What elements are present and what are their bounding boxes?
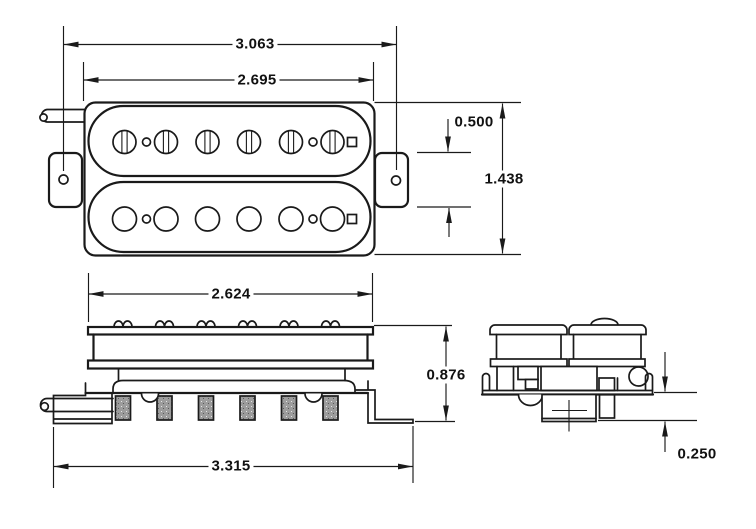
dim-side-height-label: 0.876: [423, 366, 469, 384]
screw-shank: [598, 377, 616, 392]
end-flange-left: [489, 324, 568, 336]
dim-body-width-label: 2.695: [234, 71, 280, 89]
bobbin-mount-hole: [308, 214, 318, 224]
dim-screw-protrusion-label: 0.250: [674, 445, 720, 463]
mount-screw-hole-left: [58, 174, 69, 185]
coil-slug-bobbin: [87, 180, 372, 254]
lead-cable-top: [39, 108, 86, 123]
bottom-flange: [86, 359, 375, 370]
dim-leg-span-label: 3.315: [208, 457, 254, 475]
coil-screw-bobbin: [87, 104, 372, 178]
slug-end: [628, 366, 649, 387]
end-flange-right: [568, 324, 647, 336]
mount-screw-hole-right: [390, 175, 402, 186]
pole-screws-bottom: [114, 395, 339, 421]
center-block-upper: [540, 365, 598, 392]
side-view: [39, 320, 414, 425]
top-flange: [86, 325, 375, 336]
lead-cable-side: [39, 397, 114, 413]
end-leg-left: [481, 372, 491, 395]
slug-pole-row: [111, 206, 358, 232]
end-leg-right: [644, 372, 654, 395]
baseplate: [112, 379, 356, 394]
dim-body-height-label: 1.438: [481, 170, 527, 188]
bobbin-mount-hole: [141, 137, 152, 147]
end-bottom-flange-right: [568, 358, 646, 368]
bobbin-mount-hole: [141, 214, 152, 224]
square-pole-marker: [346, 213, 358, 225]
screw-pole-row: [112, 129, 358, 155]
end-view: [480, 317, 655, 432]
center-mark: [552, 400, 587, 432]
end-bottom-flange-left: [489, 358, 568, 368]
mount-boss: [304, 392, 323, 403]
bobbin-mount-hole: [308, 137, 318, 147]
screw-head-dome: [590, 317, 619, 326]
square-pole-marker: [346, 136, 358, 148]
top-view: [39, 101, 410, 257]
dim-flange-width-label: 2.624: [208, 285, 254, 303]
dim-overall-width-label: 3.063: [232, 35, 278, 53]
mounting-leg-left: [52, 382, 113, 425]
dim-ear-height-label: 0.500: [451, 113, 497, 131]
mounting-leg-right: [355, 380, 414, 424]
mount-boss: [140, 392, 160, 403]
pole-screw-end: [598, 393, 616, 419]
mount-boss-end: [517, 393, 544, 407]
